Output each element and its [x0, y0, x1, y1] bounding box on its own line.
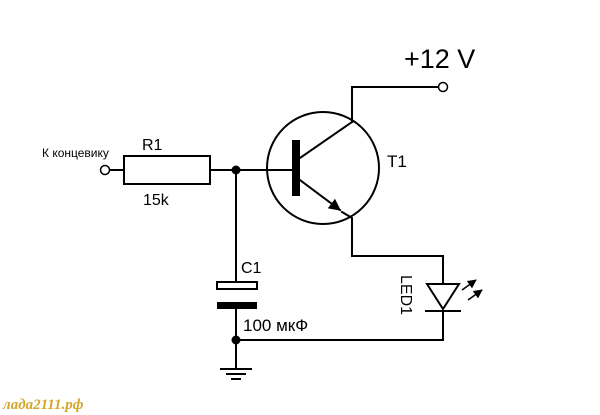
capacitor-value: 100 мкФ — [243, 316, 308, 335]
supply-terminal — [351, 81, 449, 123]
ground-symbol — [220, 368, 252, 380]
input-label: К концевику — [42, 146, 109, 160]
resistor-name: R1 — [142, 137, 163, 154]
supply-label: +12 V — [404, 44, 475, 74]
resistor-value: 15k — [143, 192, 170, 209]
resistor-r1 — [123, 155, 237, 185]
transistor-t1 — [266, 111, 444, 285]
capacitor-name: C1 — [241, 260, 262, 277]
junction-dot-ground — [231, 335, 241, 345]
input-terminal — [99, 164, 125, 176]
watermark-text: лада2111.рф — [2, 397, 84, 413]
transistor-name: T1 — [387, 152, 407, 171]
led1 — [235, 279, 483, 341]
led-name: LED1 — [397, 275, 414, 315]
